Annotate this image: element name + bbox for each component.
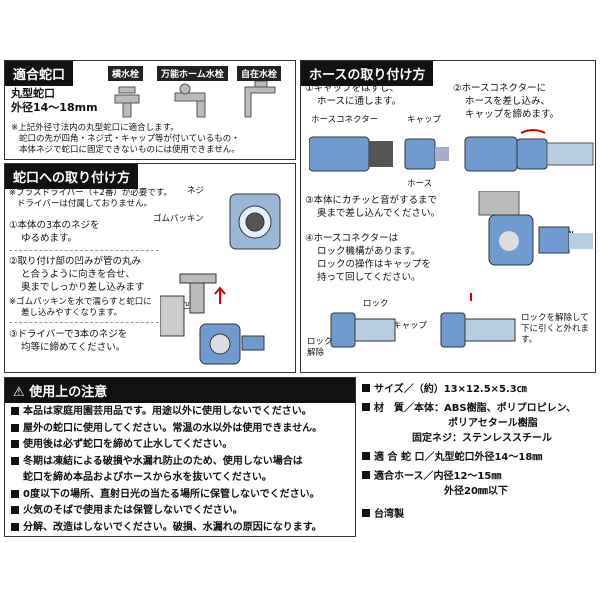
hose-step3-illustration	[478, 191, 593, 266]
faucet-type-3: 自在水栓	[237, 66, 282, 81]
faucet-note-3: 本体ネジで蛇口に固定できないものには使用できません。	[19, 145, 240, 155]
label-packing: ゴムパッキン	[153, 214, 204, 224]
caution-title: 使用上の注意	[29, 385, 108, 400]
hose-step-4c: ロックの操作はキャップを	[317, 259, 432, 270]
warning-icon: ⚠	[13, 385, 25, 400]
bullet-icon	[11, 489, 19, 498]
install-step-3b: 均等に締めてください。	[21, 342, 126, 353]
install-step-2-note-b: 差し込みやすくなります。	[21, 308, 123, 318]
label-unlock-1: ロック	[307, 337, 333, 347]
hose-step-2a: ②ホースコネクターに	[453, 83, 547, 94]
label-unlock-2: 解除	[307, 348, 325, 358]
label-screw: ネジ	[187, 186, 205, 196]
label-cap2: キャップ	[393, 321, 428, 331]
caution-title-bar: ⚠ 使用上の注意	[5, 378, 355, 403]
caution-item: 蛇口を締め本品およびホースから水を抜いてください。	[23, 472, 272, 483]
faucet-adapter-illustration	[160, 193, 281, 365]
hose-step2-illustration	[464, 129, 594, 172]
spec-hose: 適合ホース／内径12～15㎜	[362, 469, 596, 484]
label-release-1: ロックを解除して	[521, 313, 589, 323]
spec-size: サイズ／（約）13×12.5×5.3㎝	[362, 382, 596, 397]
bullet-icon	[362, 403, 370, 411]
faucet-panel: 適合蛇口 横水栓 万能ホーム水栓 自在水栓 丸型蛇口 外径14～18mm ※上記…	[4, 60, 296, 160]
label-release-2: 下に引くと外れます。	[521, 324, 590, 345]
divider	[9, 322, 159, 323]
faucet-type-2: 万能ホーム水栓	[157, 66, 228, 81]
faucet-illustrations	[114, 81, 276, 118]
spec-material-3: 固定ネジ：ステンレススチール	[412, 433, 552, 444]
hose-step-1a: ①キャップをはずし、	[305, 83, 400, 94]
spec-hose-2: 外径20㎜以下	[444, 486, 508, 497]
faucet-type-1: 横水栓	[108, 66, 144, 81]
bullet-icon	[11, 423, 19, 432]
faucet-spec-1: 丸型蛇口	[11, 87, 55, 100]
spec-material: 材 質／本体：ABS樹脂、ポリプロピレン、	[362, 401, 596, 416]
caution-item: 0度以下の場所、直射日光の当たる場所に保管しないでください。	[11, 487, 322, 504]
hose-step-1b: ホースに通します。	[317, 96, 402, 107]
spec-panel: サイズ／（約）13×12.5×5.3㎝ 材 質／本体：ABS樹脂、ポリプロピレン…	[362, 382, 596, 522]
hose-step4-illustration	[330, 293, 516, 348]
label-hose: ホース	[407, 179, 433, 189]
install-step-2c: 奥までしっかり差し込みます	[21, 282, 145, 293]
caution-panel: ⚠ 使用上の注意 本品は家庭用園芸用品です。用途以外に使用しないでください。 屋…	[4, 377, 356, 537]
caution-item: 冬期は凍結による破損や水漏れ防止のため、使用しない場合は	[11, 454, 322, 471]
bullet-icon	[11, 456, 19, 465]
install-step-2a: ②取り付け部の凹みが管の丸み	[9, 256, 142, 267]
bullet-icon	[362, 452, 370, 460]
faucet-spec-2: 外径14～18mm	[11, 101, 98, 114]
install-step-1a: ①本体の3本のネジを	[9, 220, 100, 231]
hose-section-title: ホースの取り付け方	[301, 61, 434, 86]
install-note-2: ドライバーは付属しておりません。	[17, 199, 153, 209]
hose-step-3b: 奥まで差し込んでください。	[317, 208, 441, 219]
spec-origin: 台湾製	[362, 507, 596, 522]
spec-material-2: ポリアセタール樹脂	[448, 418, 538, 429]
hose-step-3a: ③本体にカチッと音がするまで	[305, 195, 438, 206]
hose-step-2c: キャップを締めます。	[465, 109, 560, 120]
label-lock: ロック	[363, 299, 389, 309]
bullet-icon	[11, 506, 19, 514]
install-section-title: 蛇口への取り付け方	[5, 164, 139, 189]
caution-item: 屋外の蛇口に使用してください。常温の水以外は使用できません。	[11, 421, 322, 438]
install-step-1b: ゆるめます。	[21, 233, 78, 244]
install-note-1: ※プラスドライバー（+2番）が必要です。	[9, 188, 172, 198]
install-step-2b: と合うように向きを合せ、	[21, 269, 136, 280]
hose-step-4b: ロック機構があります。	[317, 246, 421, 257]
bullet-icon	[11, 407, 19, 415]
hose-panel: ホースの取り付け方 ①キャップをはずし、 ホースに通します。 ②ホースコネクター…	[300, 60, 596, 373]
bullet-icon	[362, 471, 370, 479]
install-panel: 蛇口への取り付け方 ※プラスドライバー（+2番）が必要です。 ドライバーは付属し…	[4, 163, 296, 373]
caution-list: 本品は家庭用園芸用品です。用途以外に使用しないでください。 屋外の蛇口に使用して…	[11, 404, 322, 536]
hose-step-4a: ④ホースコネクターは	[305, 233, 399, 244]
hose-step-4d: 持って回してください。	[317, 272, 421, 283]
caution-item: 分解、改造はしないでください。破損、水漏れの原因になります。	[11, 520, 322, 537]
label-connector: ホースコネクター	[311, 115, 379, 125]
faucet-section-title: 適合蛇口	[5, 61, 74, 86]
bullet-icon	[362, 509, 370, 517]
install-step-2-note-a: ※ゴムパッキンを水で濡らすと蛇口に	[9, 297, 152, 307]
faucet-note-1: ※上記外径寸法内の丸型蛇口に適合します。	[11, 123, 179, 133]
spec-faucet: 適 合 蛇 口／丸型蛇口外径14～18㎜	[362, 450, 596, 465]
label-cap: キャップ	[407, 115, 442, 125]
bullet-icon	[11, 440, 19, 448]
faucet-note-2: 蛇口の先が四角・ネジ式・キャップ等が付いているもの・	[19, 134, 240, 144]
hose-step-2b: ホースを差し込み、	[465, 96, 551, 107]
divider	[9, 250, 159, 251]
bullet-icon	[11, 522, 19, 531]
bullet-icon	[362, 384, 370, 392]
caution-item: 使用後は必ず蛇口を締めて止水してください。	[11, 437, 322, 454]
install-step-3a: ③ドライバーで3本のネジを	[9, 329, 128, 340]
caution-item: 火気のそばで使用または保管しないでください。	[11, 503, 322, 520]
caution-item: 本品は家庭用園芸用品です。用途以外に使用しないでください。	[11, 404, 322, 421]
hose-step1-illustration	[309, 136, 449, 172]
